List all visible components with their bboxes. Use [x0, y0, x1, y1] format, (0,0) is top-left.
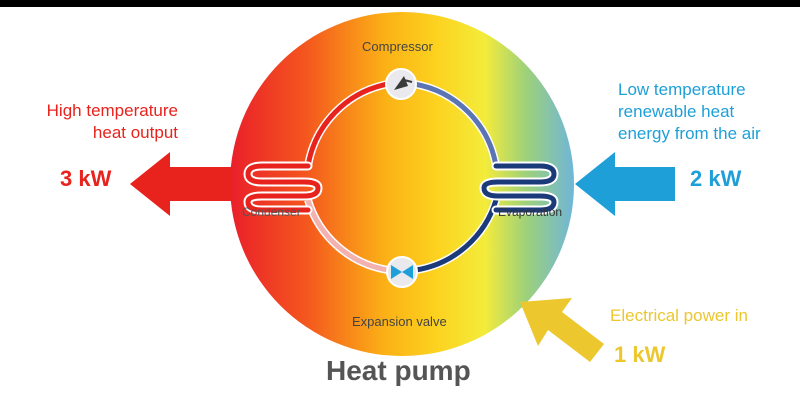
heat-output-value: 3 kW	[60, 166, 112, 191]
electrical-input-arrow	[520, 298, 604, 362]
air-input-label: Low temperature renewable heat energy fr…	[618, 80, 761, 143]
air-input-arrow	[575, 152, 675, 216]
expansion-valve-icon	[386, 256, 418, 288]
evaporation-label: Evaporation	[498, 205, 563, 219]
condenser-label: Condenser	[242, 205, 301, 219]
expansion-valve-label: Expansion valve	[352, 314, 447, 329]
evaporator-coil	[479, 161, 559, 215]
air-input-value: 2 kW	[690, 166, 742, 191]
electrical-input-value: 1 kW	[614, 342, 666, 367]
compressor-icon	[385, 68, 417, 100]
heat-output-label: High temperature heat output	[46, 101, 178, 142]
compressor-label: Compressor	[362, 39, 433, 54]
heat-output-arrow	[130, 152, 232, 216]
condenser-coil	[243, 161, 323, 215]
electrical-input-label: Electrical power in	[610, 306, 748, 325]
top-border	[0, 0, 800, 7]
heat-pump-circle	[230, 12, 574, 356]
diagram-title: Heat pump	[326, 355, 471, 386]
